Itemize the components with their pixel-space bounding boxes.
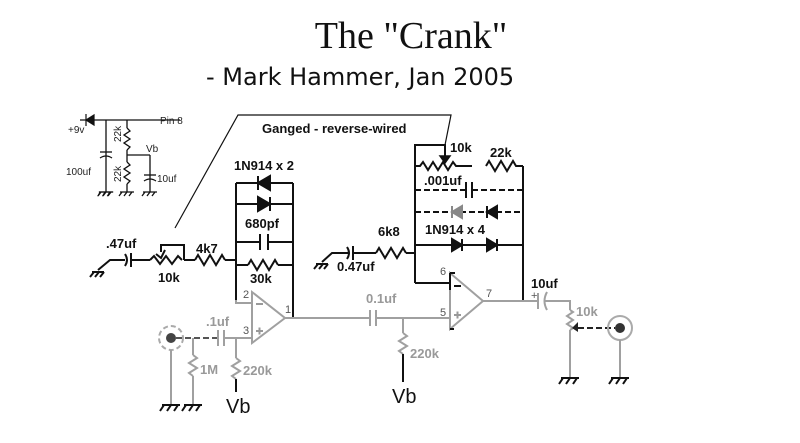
bias-res-label: 220k — [243, 363, 273, 378]
bias-vb-label: Vb — [226, 396, 250, 418]
diode-icon — [84, 113, 95, 127]
resistor-icon — [230, 357, 242, 380]
resistor-icon — [122, 127, 132, 151]
ground-icon — [89, 271, 105, 278]
stage1-res-label: 4k7 — [196, 241, 218, 256]
input-cap-label: .1uf — [206, 314, 230, 329]
ground-icon — [159, 404, 180, 412]
output-section: + 10uf 10k — [531, 276, 633, 385]
coupling-section: 0.1uf 220k Vb — [366, 291, 450, 408]
resistor-icon — [375, 246, 407, 260]
resistor-icon — [187, 354, 199, 377]
pin-1: 1 — [285, 304, 291, 316]
ground-icon — [558, 377, 579, 385]
ground-icon — [313, 263, 329, 270]
ground-icon — [608, 377, 629, 385]
stage1-fb-res-label: 30k — [250, 271, 272, 286]
power-supply: +9v Pin 8 100uf 22k 22k Vb 10uf — [66, 113, 183, 197]
ground-icon — [118, 191, 134, 197]
pin-6: 6 — [440, 266, 446, 278]
stage2-diodes-label: 1N914 x 4 — [425, 222, 486, 237]
opamp-stage2: 6 5 7 — [440, 266, 538, 332]
ground-icon — [141, 191, 157, 197]
resistor-icon — [122, 161, 132, 185]
diode-icon — [450, 204, 463, 220]
pot-wiper-icon — [438, 155, 452, 165]
stage1-gnd-cap-label: .47uf — [106, 236, 137, 251]
pot-icon — [565, 309, 575, 331]
stage1-pot-label: 10k — [158, 270, 180, 285]
diode-icon — [485, 204, 498, 220]
pin-3: 3 — [243, 325, 249, 337]
resistor-icon — [194, 253, 226, 267]
input-section: .1uf 1M 220k Vb — [158, 314, 273, 418]
coupling-vb-label: Vb — [392, 386, 416, 408]
input-res-label: 1M — [200, 362, 218, 377]
output-pot-label: 10k — [576, 304, 598, 319]
pot-icon — [415, 160, 472, 172]
diagram-subtitle: - Mark Hammer, Jan 2005 — [206, 63, 515, 91]
output-cap-label: 10uf — [531, 276, 558, 291]
pin-5: 5 — [440, 307, 446, 319]
pot-icon — [149, 254, 183, 266]
coupling-cap-label: 0.1uf — [366, 291, 397, 306]
diode-icon — [451, 237, 464, 253]
stage2-fb-res-label: 22k — [490, 145, 512, 160]
vb-cap-label: 10uf — [157, 174, 177, 185]
ground-icon — [97, 191, 113, 197]
stage1-cap-label: 680pf — [245, 216, 280, 231]
gang-label: Ganged - reverse-wired — [262, 121, 407, 136]
diagram-title: The "Crank" — [314, 15, 508, 57]
gang-annotation: Ganged - reverse-wired — [174, 114, 452, 229]
resistor-icon — [397, 332, 409, 355]
pin-7: 7 — [486, 288, 492, 300]
vb-label: Vb — [146, 144, 159, 155]
pin-2: 2 — [243, 289, 249, 301]
stage2-network: 0.47uf 6k8 10k 22k .001uf 1N914 x 4 — [313, 140, 524, 300]
cap-100uf-label: 100uf — [66, 167, 91, 178]
resistor-icon — [485, 159, 523, 173]
supply-label: +9v — [68, 125, 84, 136]
ground-icon — [181, 404, 202, 412]
diode-icon — [486, 237, 499, 253]
diode-icon — [256, 174, 271, 192]
stage2-gnd-cap-label: 0.47uf — [337, 259, 375, 274]
resistor-icon — [247, 258, 279, 272]
divider-bottom-label: 22k — [113, 165, 124, 182]
stage1-diodes-label: 1N914 x 2 — [234, 158, 294, 173]
stage1-network: .47uf 10k 4k7 1N914 x 2 680pf 30k — [89, 158, 294, 318]
stage2-res-label: 6k8 — [378, 224, 400, 239]
opamp-stage1: 2 3 1 — [235, 289, 370, 346]
diode-icon — [257, 195, 272, 213]
stage2-cap-label: .001uf — [424, 173, 462, 188]
output-jack-tip — [615, 323, 625, 333]
input-jack-tip — [166, 333, 176, 343]
divider-top-label: 22k — [113, 125, 124, 142]
svg-text:+: + — [531, 290, 537, 302]
pin-label: Pin 8 — [160, 116, 183, 127]
stage2-pot-label: 10k — [450, 140, 472, 155]
coupling-res-label: 220k — [410, 346, 440, 361]
